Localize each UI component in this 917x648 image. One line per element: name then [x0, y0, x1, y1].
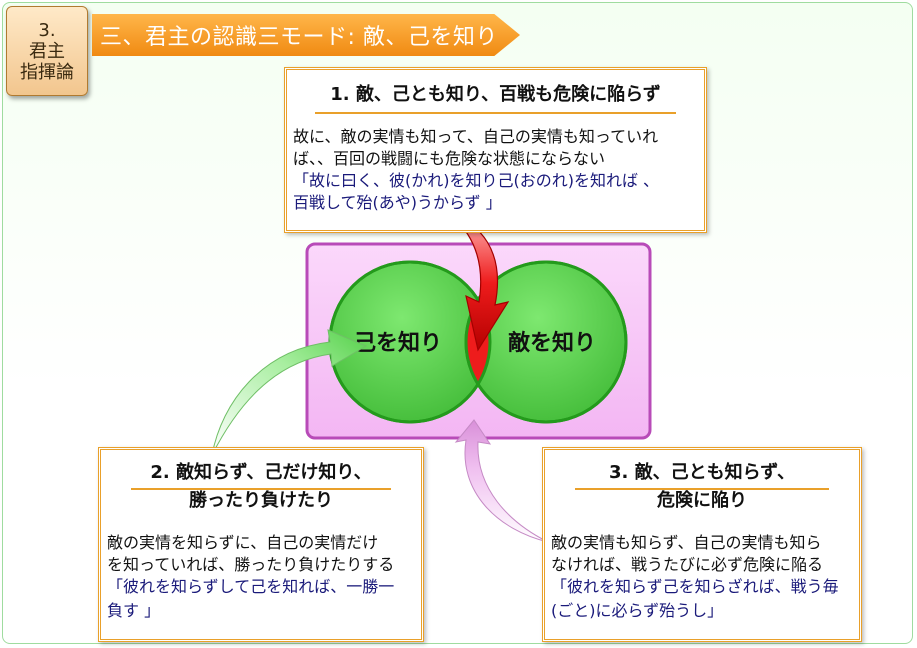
box-mode-2-line2: を知っていれば、勝ったり負けたりする	[107, 555, 395, 574]
box-mode-3-title1: 3. 敵、己とも知らず、	[608, 462, 795, 483]
box-mode-3-quote1: 「彼れを知らず己を知らざれば、戦う毎	[551, 577, 839, 596]
box-mode-1-line1: 故に、敵の実情も知って、自己の実情も知っていれ	[293, 127, 659, 146]
chapter-badge: 3. 君主 指揮論	[6, 6, 88, 96]
box-mode-1-quote2: 百戦して殆(あや)うからず 」	[293, 193, 502, 212]
chapter-number: 3.	[38, 19, 56, 41]
box-mode-2-title1: 2. 敵知らず、己だけ知り、	[150, 462, 372, 483]
green-arrow	[211, 329, 368, 456]
box-mode-1: 1. 敵、己とも知り、百戦も危険に陥らず 故に、敵の実情も知って、自己の実情も知…	[284, 67, 707, 233]
left-circle-label: 己を知り	[354, 330, 442, 356]
box-mode-3-quote2: (ごと)に必らず殆うし」	[551, 601, 724, 620]
box-mode-3: 3. 敵、己とも知らず、 危険に陥り 敵の実情も知らず、自己の実情も知ら なけれ…	[542, 447, 862, 642]
box-mode-3-line2: なければ、戦うたびに必ず危険に陥る	[551, 555, 824, 574]
box-mode-3-rule	[575, 488, 829, 490]
box-mode-2-line1: 敵の実情を知らずに、自己の実情だけ	[107, 533, 379, 552]
box-mode-2-quote2: 負す 」	[107, 601, 161, 620]
chapter-line1: 君主	[29, 40, 65, 62]
box-mode-1-quote1: 「故に曰く、彼(かれ)を知り己(おのれ)を知れば 、	[293, 171, 660, 190]
box-mode-3-line1: 敵の実情も知らず、自己の実情も知ら	[551, 533, 822, 552]
title-banner: 三、君主の認識三モード: 敵、己を知り	[92, 14, 520, 56]
box-mode-1-line2: ば、、百回の戦闘にも危険な状態にならない	[293, 149, 606, 168]
chapter-line2: 指揮論	[20, 61, 74, 83]
pink-arrow	[454, 419, 549, 543]
box-mode-2-rule	[131, 488, 391, 490]
box-mode-1-rule	[315, 112, 676, 114]
box-mode-1-title: 1. 敵、己とも知り、百戦も危険に陥らず	[330, 84, 661, 105]
box-mode-2-title2: 勝ったり負けたり	[189, 490, 333, 511]
box-mode-3-title2: 危険に陥り	[657, 490, 747, 511]
right-circle-label: 敵を知り	[508, 330, 596, 356]
box-mode-2-quote1: 「彼れを知らずして己を知れば、一勝一	[107, 577, 395, 596]
banner-title: 三、君主の認識三モード: 敵、己を知り	[100, 25, 498, 50]
box-mode-2: 2. 敵知らず、己だけ知り、 勝ったり負けたり 敵の実情を知らずに、自己の実情だ…	[98, 447, 424, 642]
